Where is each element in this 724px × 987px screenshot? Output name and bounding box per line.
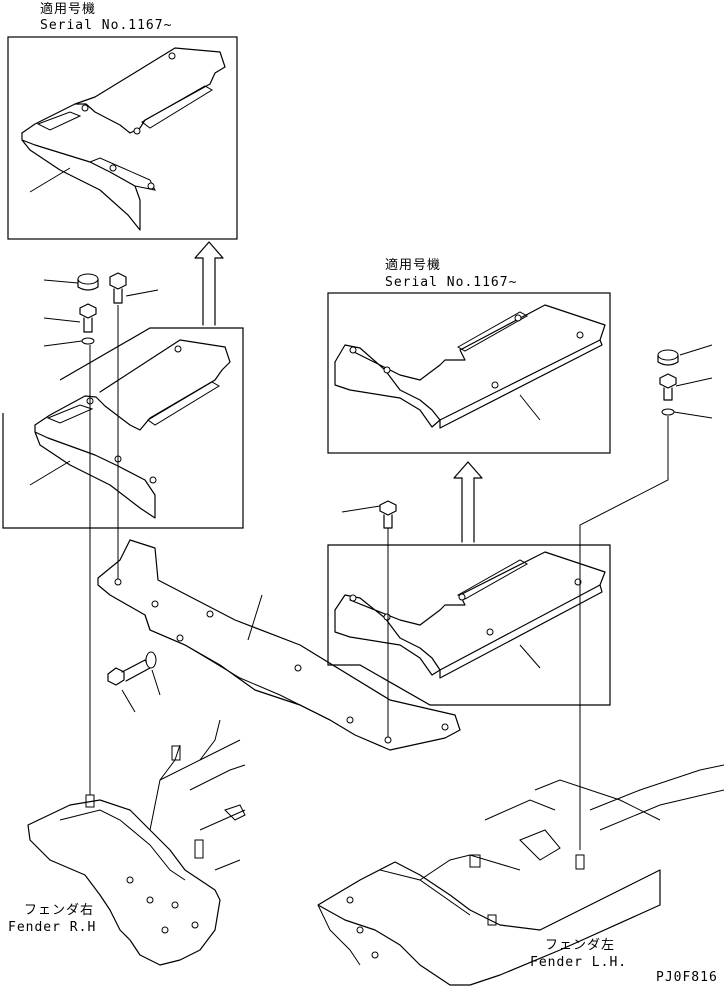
- arrow-up-right: [453, 461, 483, 543]
- applicable-serial-top-jp: 適用号機: [40, 2, 97, 17]
- bolt-lower-left: [107, 651, 161, 713]
- bolt-mid: [341, 500, 397, 740]
- applicable-serial-mid-jp: 適用号機: [385, 258, 442, 273]
- fasteners-left-top: [43, 272, 159, 347]
- fender-rh-label-jp: フェンダ右: [24, 903, 95, 918]
- fender-lh-label-en: Fender L.H.: [530, 955, 628, 970]
- fender-lh: [317, 764, 724, 986]
- serial-range-mid: Serial No.1167~: [385, 275, 518, 290]
- detail-box-mid-right: [327, 292, 611, 454]
- fasteners-right: [579, 344, 713, 850]
- detail-box-right-mid: [327, 544, 611, 706]
- drawing-code: PJ0F816: [656, 970, 718, 985]
- detail-box-top-left: [7, 36, 238, 240]
- serial-range-top: Serial No.1167~: [40, 18, 173, 33]
- fender-rh-label-en: Fender R.H: [8, 920, 97, 935]
- main-cover-plate: [97, 539, 461, 751]
- fender-rh: [27, 719, 246, 966]
- detail-box-left-mid: [2, 327, 244, 529]
- arrow-up-left: [194, 241, 224, 326]
